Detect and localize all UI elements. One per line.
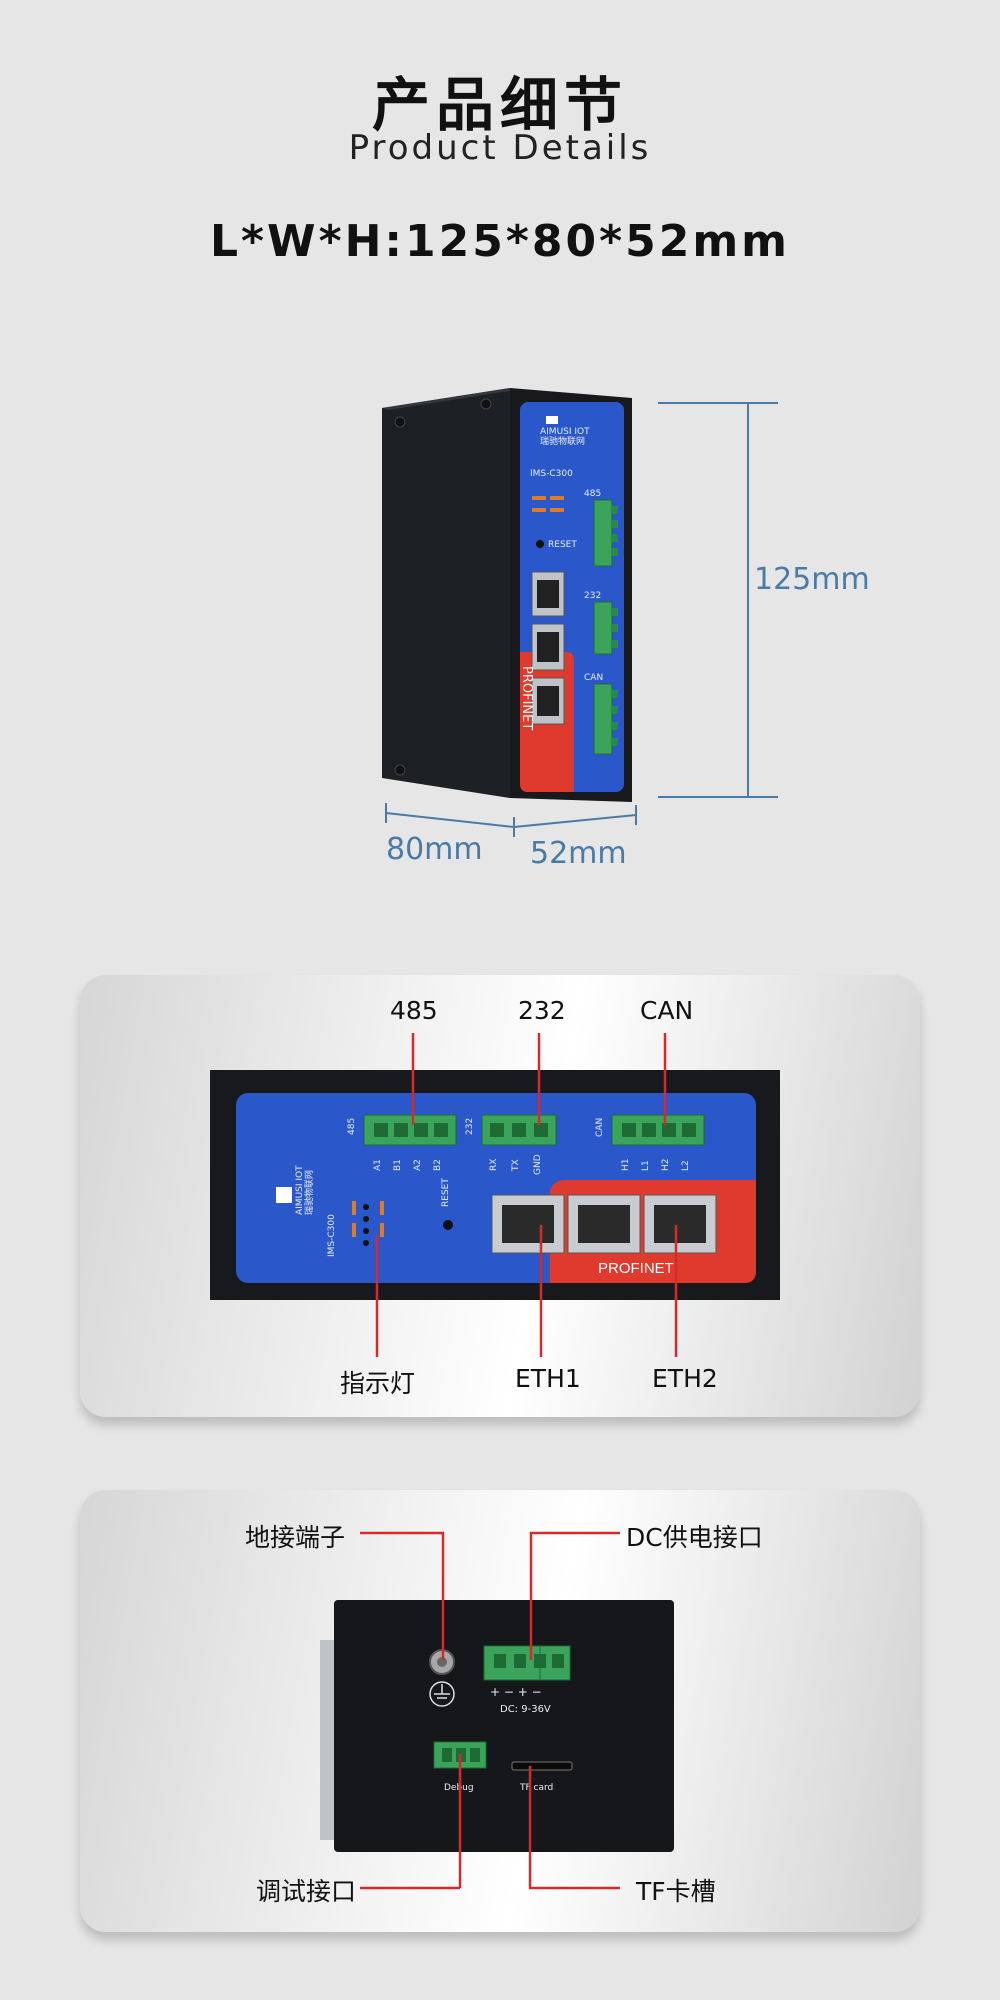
label-indicator: 指示灯 bbox=[340, 1369, 416, 1398]
svg-text:A2: A2 bbox=[413, 1159, 423, 1171]
svg-text:A1: A1 bbox=[373, 1159, 383, 1171]
dimensions-text: L*W*H:125*80*52mm bbox=[209, 216, 791, 267]
svg-text:L2: L2 bbox=[681, 1160, 691, 1171]
svg-text:TX: TX bbox=[511, 1159, 521, 1172]
svg-text:485: 485 bbox=[347, 1118, 357, 1135]
svg-text:H2: H2 bbox=[661, 1159, 671, 1172]
svg-text:RX: RX bbox=[489, 1159, 499, 1171]
svg-text:CAN: CAN bbox=[595, 1118, 605, 1137]
page-subtitle: Product Details bbox=[348, 128, 652, 168]
svg-text:232: 232 bbox=[584, 591, 601, 601]
label-ground: 地接端子 bbox=[245, 1523, 346, 1552]
measure-lines bbox=[385, 402, 778, 837]
device-eth-ports bbox=[531, 571, 565, 725]
device-profinet: PROFINET bbox=[519, 666, 534, 730]
device-brand-cn: 瑞驰物联网 bbox=[540, 435, 585, 447]
svg-text:232: 232 bbox=[465, 1118, 475, 1135]
svg-text:GND: GND bbox=[533, 1154, 543, 1175]
svg-text:瑞驰物联网: 瑞驰物联网 bbox=[303, 1170, 315, 1215]
front-profinet: PROFINET bbox=[598, 1260, 674, 1277]
page-title: 产品细节 bbox=[371, 71, 628, 139]
label-can: CAN bbox=[640, 996, 694, 1025]
label-debug-port: 调试接口 bbox=[256, 1877, 357, 1906]
front-indicator-leds bbox=[352, 1201, 384, 1246]
device-reset: RESET bbox=[548, 540, 577, 550]
product-3d-view: AIMUSI IOT 瑞驰物联网 IMS-C300 RESET PROFINET… bbox=[382, 388, 632, 802]
device-side-face bbox=[382, 388, 510, 798]
label-485: 485 bbox=[390, 996, 438, 1025]
back-device-body bbox=[334, 1600, 674, 1852]
label-eth2: ETH2 bbox=[652, 1364, 718, 1393]
svg-text:L1: L1 bbox=[641, 1160, 651, 1171]
label-eth1: ETH1 bbox=[515, 1364, 581, 1393]
svg-text:485: 485 bbox=[584, 489, 601, 499]
device-terminals: 485 232 CAN bbox=[584, 489, 618, 755]
device-model: IMS-C300 bbox=[530, 469, 573, 479]
ground-icon bbox=[429, 1681, 455, 1707]
front-panel-diagram: AIMUSI IOT 瑞驰物联网 IMS-C300 RESET 485 A1 B… bbox=[210, 1033, 780, 1357]
svg-text:H1: H1 bbox=[621, 1159, 631, 1172]
label-dc-power: DC供电接口 bbox=[626, 1523, 763, 1552]
svg-text:IMS-C300: IMS-C300 bbox=[327, 1214, 337, 1257]
back-panel-diagram: + − + − DC: 9-36V Debug TF card bbox=[320, 1531, 674, 1890]
svg-text:B2: B2 bbox=[433, 1159, 443, 1171]
svg-text:DC: 9-36V: DC: 9-36V bbox=[500, 1704, 551, 1715]
label-tf-slot: TF卡槽 bbox=[636, 1877, 716, 1906]
svg-text:RESET: RESET bbox=[441, 1178, 451, 1207]
front-eth-ports bbox=[491, 1194, 717, 1254]
device-brand: AIMUSI IOT bbox=[540, 427, 590, 437]
width-label: 80mm bbox=[386, 832, 483, 867]
svg-text:+ − + −: + − + − bbox=[490, 1685, 542, 1699]
label-232: 232 bbox=[518, 996, 566, 1025]
svg-text:AIMUSI IOT: AIMUSI IOT bbox=[295, 1165, 305, 1215]
svg-text:B1: B1 bbox=[393, 1159, 403, 1171]
tf-slot bbox=[511, 1761, 573, 1771]
svg-text:CAN: CAN bbox=[584, 673, 603, 683]
depth-label: 52mm bbox=[530, 836, 627, 871]
height-label: 125mm bbox=[754, 562, 870, 597]
svg-text:TF card: TF card bbox=[519, 1783, 553, 1793]
